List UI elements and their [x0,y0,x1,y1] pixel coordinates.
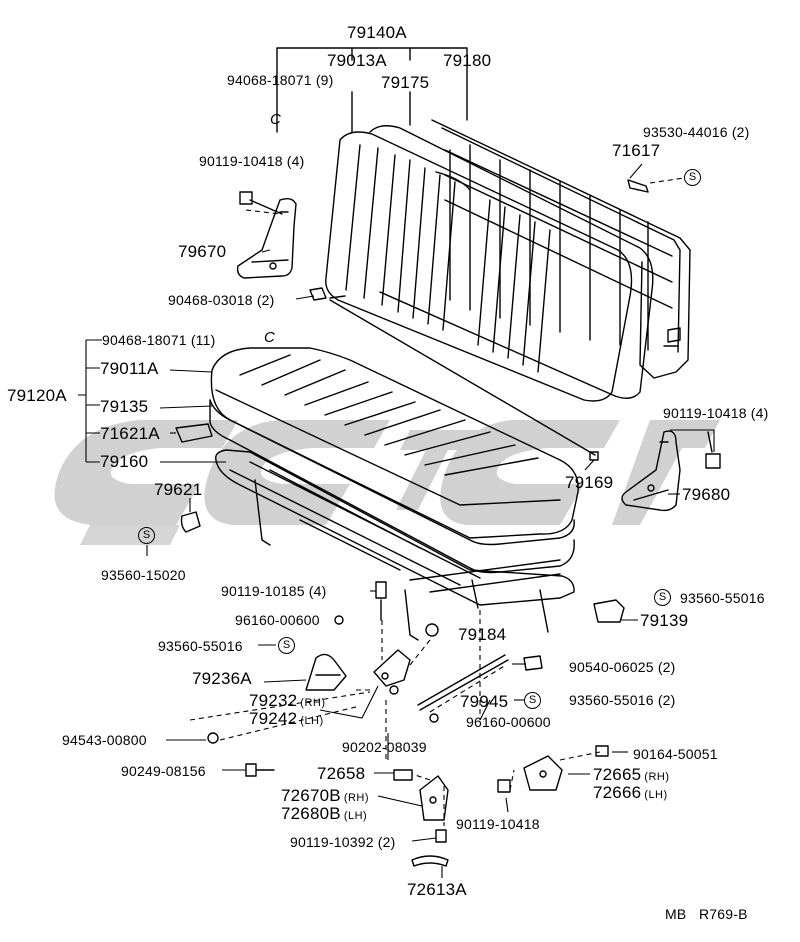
bolt-90119-10418-top [239,191,283,215]
clip-symbol-c: C [270,111,282,128]
seatback-pad-79175 [369,125,654,399]
clip-symbol-c-2: C [264,329,276,346]
bolt-90164-50051 [595,745,609,757]
label-93560-55016-2: 93560-55016 (2) [569,692,676,708]
label-96160-00600-a: 96160-00600 [235,612,320,628]
label-79670: 79670 [178,242,227,261]
bracket-79139 [593,599,625,623]
pin-72658 [393,769,413,781]
label-79011A: 79011A [100,359,159,378]
label-94543-00800: 94543-00800 [62,732,147,748]
label-90164-50051: 90164-50051 [633,746,718,762]
label-90249-08156: 90249-08156 [121,763,206,779]
bolt-90119-10392 [435,829,447,843]
label-79139: 79139 [640,611,689,630]
bolt-90249-08156 [245,763,275,777]
nut-94543-00800 [207,732,219,744]
label-96160-00600-b: 96160-00600 [466,714,551,730]
label-90468-18071: 90468-18071 (11) [102,332,216,348]
label-79160: 79160 [100,452,149,471]
label-90202-08039: 90202-08039 [342,739,427,755]
bolt-90119-10418-right [705,431,721,469]
rod-79945 [417,654,509,711]
label-90119-10185: 90119-10185 (4) [221,583,327,599]
nut-90202-08039 [389,685,399,695]
lock-79232 [373,649,411,687]
seatback-cover-79013A [325,131,633,402]
lock-72665 [523,755,563,791]
label-90119-10418-top: 90119-10418 (4) [199,153,305,169]
label-93530-44016: 93530-44016 (2) [643,124,750,140]
label-79180: 79180 [443,51,492,70]
label-93560-55016-left: 93560-55016 [158,638,243,654]
label-94068-18071: 94068-18071 (9) [227,72,334,88]
label-93560-15020: 93560-15020 [101,567,186,583]
label-79945: 79945 [460,692,509,711]
strap-72613A [411,855,449,867]
label-90540-06025: 90540-06025 (2) [569,659,676,675]
bolt-90119-10185 [375,581,387,621]
clip-90468-03018 [309,287,327,301]
label-79013A: 79013A [327,51,387,70]
hinge-79670 [236,197,297,279]
label-79169: 79169 [565,473,614,492]
label-72670B: 72670B(RH) [281,786,370,805]
leader-79140A [276,47,468,133]
label-79184: 79184 [458,625,507,644]
seat-pad-79135 [209,399,575,574]
label-72665: 72665(RH) [593,765,670,784]
label-79232: 79232(RH) [249,691,326,710]
hinge-79680 [621,430,681,512]
label-79120A: 79120A [7,386,67,405]
label-90119-10392: 90119-10392 (2) [290,834,396,850]
symbol-s-93560-55016-right: S [654,589,671,606]
label-90119-10418-bottom: 90119-10418 [456,816,540,832]
label-72666: 72666(LH) [593,783,668,802]
label-79621: 79621 [154,480,203,499]
label-72613A: 72613A [407,880,467,899]
label-79175: 79175 [381,73,430,92]
label-79140A: 79140A [347,23,407,42]
label-90468-03018: 90468-03018 (2) [168,292,275,308]
clip-71617 [627,179,649,193]
lock-72670B [419,775,449,821]
label-79242: 79242(LH) [249,709,324,728]
nut-79184 [425,623,439,637]
bolt-90119-10418-bottom [497,779,511,793]
seat-frame-79160 [215,449,575,641]
block-71621A [175,423,213,443]
label-93560-55016-right: 93560-55016 [680,590,765,606]
symbol-s-93560-55016-left: S [278,637,295,654]
cover-79236A [305,653,347,691]
symbol-s-93560-55016-2: S [524,692,541,709]
symbol-s-93560-15020: S [138,527,155,544]
symbol-s-93530: S [684,169,701,186]
rod-79169 [329,299,596,456]
label-79135: 79135 [100,397,149,416]
label-72658: 72658 [317,764,366,783]
label-71621A: 71621A [100,424,160,443]
washer-96160-b [429,713,439,723]
footer-code: MB [665,906,687,922]
label-72680B: 72680B(LH) [281,804,368,823]
label-90119-10418-right: 90119-10418 (4) [663,405,769,421]
cover-79621 [180,511,201,533]
footer-reference: R769-B [699,906,748,922]
nut-90540-06025 [523,655,543,671]
label-79236A: 79236A [192,669,252,688]
washer-96160-a [334,615,344,625]
label-79680: 79680 [682,485,731,504]
label-71617: 71617 [612,141,661,160]
